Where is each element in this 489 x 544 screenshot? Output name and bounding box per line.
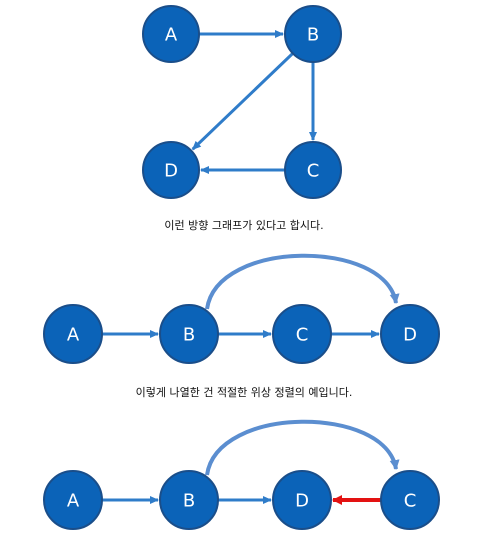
node-circle	[380, 304, 440, 364]
node-1-c: C	[284, 141, 342, 199]
node-3-c: C	[380, 470, 440, 530]
edge-3-b-to-c	[205, 419, 400, 476]
node-3-d: D	[272, 470, 332, 530]
node-label: A	[67, 325, 80, 346]
node-circle	[43, 304, 103, 364]
node-label: A	[67, 491, 80, 512]
node-3-a: A	[43, 470, 103, 530]
caption-valid-order: 이렇게 나열한 건 적절한 위상 정렬의 예입니다.	[136, 386, 353, 399]
node-label: D	[403, 325, 417, 346]
node-label: C	[296, 325, 309, 346]
node-label: D	[295, 491, 309, 512]
node-2-c: C	[272, 304, 332, 364]
node-label: D	[164, 161, 178, 182]
node-circle	[142, 5, 200, 63]
node-2-a: A	[43, 304, 103, 364]
caption-graph-intro: 이런 방향 그래프가 있다고 합시다.	[164, 219, 323, 232]
node-label: B	[183, 325, 195, 346]
node-3-b: B	[159, 470, 219, 530]
node-1-a: A	[142, 5, 200, 63]
node-label: C	[404, 491, 417, 512]
node-label: A	[165, 25, 178, 46]
node-circle	[142, 141, 200, 199]
node-circle	[272, 470, 332, 530]
edge-2-b-to-d	[205, 253, 400, 310]
node-1-b: B	[284, 5, 342, 63]
node-circle	[159, 470, 219, 530]
node-circle	[159, 304, 219, 364]
edge-1-b-to-d	[191, 52, 294, 151]
node-circle	[272, 304, 332, 364]
node-label: B	[307, 25, 319, 46]
node-2-b: B	[159, 304, 219, 364]
node-circle	[284, 141, 342, 199]
node-circle	[43, 470, 103, 530]
node-label: C	[307, 161, 320, 182]
node-circle	[284, 5, 342, 63]
node-2-d: D	[380, 304, 440, 364]
node-circle	[380, 470, 440, 530]
node-1-d: D	[142, 141, 200, 199]
node-label: B	[183, 491, 195, 512]
